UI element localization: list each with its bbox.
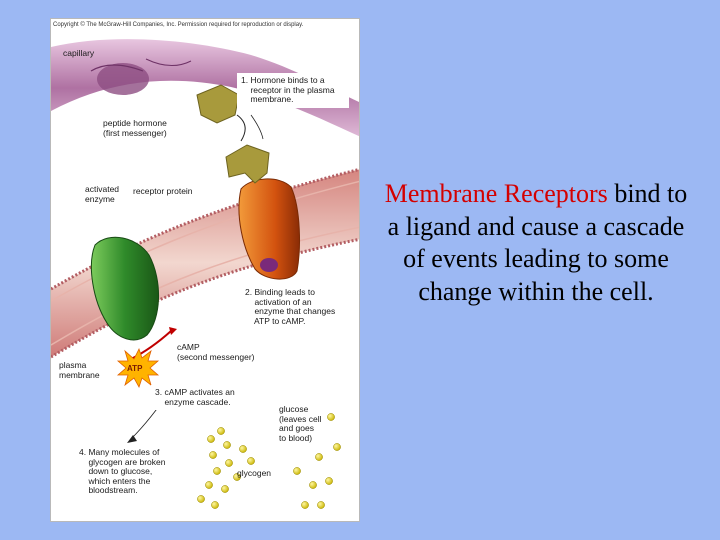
label-activated-enzyme: activated enzyme [85,184,120,204]
activated-enzyme-shape [90,236,159,341]
step-4-callout: 4. Many molecules of glycogen are broken… [75,445,187,499]
caption-text: bind to a ligand and cause a cascade of … [387,179,688,306]
caption-term: Membrane Receptors [384,179,608,208]
atp-starburst [116,347,160,388]
step-2-callout: 2. Binding leads to activation of an enz… [241,285,359,329]
step-1-callout: 1. Hormone binds to a receptor in the pl… [237,73,349,108]
label-plasma-membrane: plasma membrane [59,360,100,380]
label-glucose: glucose (leaves cell and goes to blood) [279,404,322,443]
label-receptor-protein: receptor protein [133,186,193,196]
free-hormone-shape [196,84,240,124]
label-camp: cAMP (second messenger) [177,342,255,362]
bound-hormone-shape [225,144,270,184]
glucose-molecules [197,413,341,509]
slide-caption: Membrane Receptors bind to a ligand and … [380,178,692,308]
red-blood-cell [97,63,149,95]
label-capillary: capillary [63,48,95,58]
step-3-callout: 3. cAMP activates an enzyme cascade. [151,385,259,410]
membrane-receptor-figure: Copyright © The McGraw-Hill Companies, I… [50,18,360,522]
receptor-site [260,258,278,272]
label-peptide-hormone: peptide hormone (first messenger) [103,118,167,138]
label-atp: ATP [127,364,143,373]
copyright-notice: Copyright © The McGraw-Hill Companies, I… [53,22,304,28]
figure-drawing [51,39,359,509]
label-glycogen: glycogen [237,468,272,478]
receptor-protein-shape [238,178,300,280]
